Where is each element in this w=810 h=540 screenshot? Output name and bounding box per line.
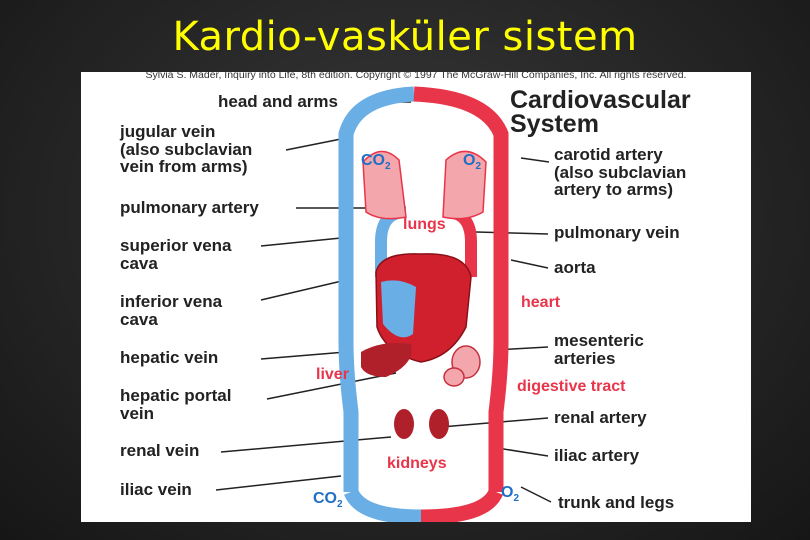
figure-title-text: Cardiovascular System	[510, 86, 691, 138]
liver-organ	[361, 343, 412, 377]
gas-o2-top-sub: 2	[475, 161, 482, 173]
label-pulmonary-vein: pulmonary vein	[554, 223, 680, 242]
gas-o2-bottom-sub: 2	[513, 493, 520, 505]
label-mesenteric-arteries: mesenteric arteries	[554, 331, 644, 368]
label-hepatic-vein: hepatic vein	[120, 348, 219, 367]
gas-co2-bottom-base: CO	[313, 490, 337, 507]
label-carotid-artery: carotid artery (also subclavian artery t…	[554, 145, 687, 199]
slide-title: Kardio-vasküler sistem	[172, 14, 638, 60]
label-digestive-tract: digestive tract	[517, 378, 626, 395]
label-iliac-vein: iliac vein	[120, 480, 192, 499]
heart-organ	[375, 253, 472, 363]
gas-o2-top: O2	[463, 152, 481, 172]
label-lungs: lungs	[403, 216, 446, 233]
label-superior-vena-cava: superior vena cava	[120, 236, 232, 273]
label-renal-vein: renal vein	[120, 441, 200, 460]
gas-co2-top: CO2	[361, 152, 391, 172]
gas-co2-top-sub: 2	[385, 161, 391, 173]
label-trunk-and-legs: trunk and legs	[558, 493, 675, 512]
gas-co2-top-base: CO	[361, 152, 385, 169]
gas-co2-bottom-sub: 2	[337, 499, 343, 511]
label-aorta: aorta	[554, 258, 596, 277]
gas-o2-bottom-base: O	[501, 484, 514, 501]
diagram-figure: Sylvia S. Mader, Inquiry into Life, 8th …	[81, 72, 751, 522]
gas-co2-bottom: CO2	[313, 490, 343, 510]
leader-lines	[215, 101, 552, 503]
label-pulmonary-artery: pulmonary artery	[120, 198, 259, 217]
label-iliac-artery: iliac artery	[554, 446, 640, 465]
label-kidneys: kidneys	[387, 455, 447, 472]
main-vessels	[338, 200, 509, 492]
lungs-organ	[362, 150, 487, 220]
digestive-organ	[443, 345, 481, 387]
gas-o2-top-base: O	[463, 152, 476, 169]
legs-loop	[344, 488, 503, 522]
gas-o2-bottom: O2	[501, 484, 519, 504]
circulation-diagram	[215, 86, 552, 522]
kidneys-organ	[394, 409, 449, 439]
label-renal-artery: renal artery	[554, 408, 647, 427]
label-jugular-vein: jugular vein (also subclavian vein from …	[120, 122, 253, 176]
label-head-and-arms: head and arms	[218, 92, 338, 111]
head-loop	[338, 86, 509, 200]
label-heart: heart	[521, 294, 561, 311]
label-liver: liver	[316, 366, 349, 383]
figure-credit: Sylvia S. Mader, Inquiry into Life, 8th …	[145, 72, 687, 81]
label-inferior-vena-cava: inferior vena cava	[120, 292, 223, 329]
label-hepatic-portal-vein: hepatic portal vein	[120, 386, 232, 423]
figure-title: Cardiovascular System	[510, 86, 691, 138]
